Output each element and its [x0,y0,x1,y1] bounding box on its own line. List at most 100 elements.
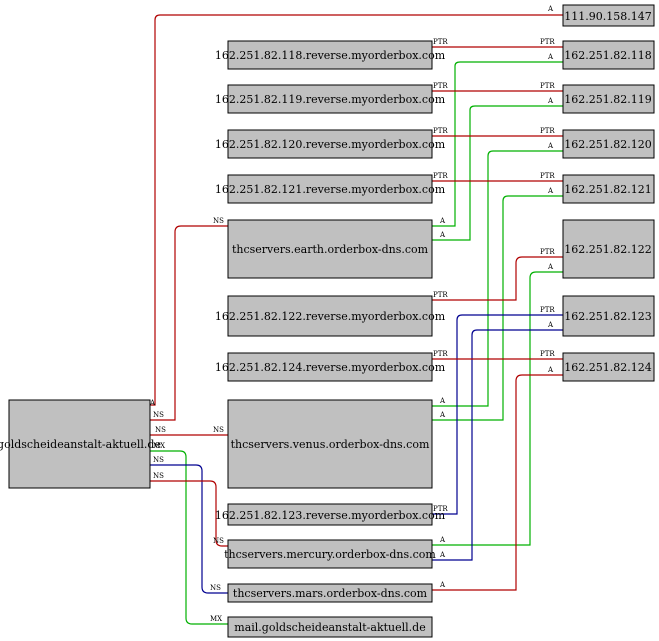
node-ns-mars[interactable]: thcservers.mars.orderbox-dns.com [227,583,433,603]
edge-label-rev120-ptr-start: PTR [433,127,448,135]
node-rev-118[interactable]: 162.251.82.118.reverse.myorderbox.com [215,40,446,70]
node-label-ip121: 162.251.82.121 [564,183,651,196]
edge-label-domain-venus-start: NS [155,426,166,434]
node-label-ip118: 162.251.82.118 [564,49,651,62]
node-rev-123[interactable]: 162.251.82.123.reverse.myorderbox.com [215,503,446,526]
edge-label-domain-venus-end: NS [213,426,224,434]
node-ip-162-251-82-119[interactable]: 162.251.82.119 [562,84,655,114]
edge-label-domain-mail-end: MX [210,615,222,623]
edge-label-domain-ip147-start: A [149,399,156,407]
edge-label-venus-ip120-end: A [547,142,554,150]
node-label-mail: mail.goldscheideanstalt-aktuell.de [234,621,425,634]
edge-label-rev123-ptr-start: PTR [433,505,448,513]
edge-label-rev121-ptr-end: PTR [540,172,555,180]
edge-label-venus-ip120: A [439,397,446,405]
edge-label-domain-mars-end: NS [210,584,221,592]
edge-label-domain-mars-start: NS [153,456,164,464]
node-label-ip147: 111.90.158.147 [564,10,651,23]
edge-label-rev122-ptr-start: PTR [433,291,448,299]
node-rev-120[interactable]: 162.251.82.120.reverse.myorderbox.com [215,129,446,159]
edge-label-rev121-ptr-start: PTR [433,172,448,180]
edge-label-domain-ip147: A [547,5,554,13]
edge-label-domain-mercury-end: NS [213,537,224,545]
edge-venus-ip121-a: A A [432,187,563,421]
node-label-rev121: 162.251.82.121.reverse.myorderbox.com [215,183,446,196]
edge-domain-mars-ns: NS NS [150,456,228,594]
node-label-rev119: 162.251.82.119.reverse.myorderbox.com [215,93,446,106]
edge-rev118-ptr: PTR PTR [432,38,563,48]
node-rev-121[interactable]: 162.251.82.121.reverse.myorderbox.com [215,174,446,204]
node-mx-mail[interactable]: mail.goldscheideanstalt-aktuell.de [227,616,433,638]
edge-label-domain-earth-start: NS [153,411,164,419]
node-label-ip123: 162.251.82.123 [564,310,651,323]
edge-domain-venus-ns: NS NS [150,426,228,436]
node-ip-111-90-158-147[interactable]: 111.90.158.147 [562,4,655,27]
edge-label-earth-ip118: A [439,217,446,225]
edge-label-earth-ip119: A [439,231,446,239]
edge-domain-to-ip147: A A [149,5,563,407]
edge-label-domain-mail-start: MX [153,442,165,450]
edges: A A PTR PTR A A PTR PTR A A [149,5,563,625]
node-label-ip120: 162.251.82.120 [564,138,651,151]
node-rev-122[interactable]: 162.251.82.122.reverse.myorderbox.com [215,295,446,337]
edge-rev122-ptr: PTR PTR [432,248,563,301]
edge-label-earth-ip119-end: A [547,97,554,105]
node-ip-162-251-82-122[interactable]: 162.251.82.122 [562,219,655,279]
edge-rev120-ptr: PTR PTR [432,127,563,137]
edge-label-rev122-ptr-end: PTR [540,248,555,256]
node-ip-162-251-82-120[interactable]: 162.251.82.120 [562,129,655,159]
node-label-rev120: 162.251.82.120.reverse.myorderbox.com [215,138,446,151]
node-label-rev118: 162.251.82.118.reverse.myorderbox.com [215,49,446,62]
node-label-ip124: 162.251.82.124 [564,361,651,374]
edge-label-domain-earth-end: NS [213,217,224,225]
edge-label-venus-ip121-end: A [547,187,554,195]
node-ip-162-251-82-121[interactable]: 162.251.82.121 [562,174,655,204]
edge-label-rev124-ptr-start: PTR [433,350,448,358]
edge-rev123-ptr: PTR PTR [432,306,563,515]
edge-domain-mercury-ns: NS NS [150,472,228,547]
edge-label-domain-mercury-start: NS [153,472,164,480]
node-label-ip122: 162.251.82.122 [564,243,651,256]
node-label-ip119: 162.251.82.119 [564,93,651,106]
node-label-rev124: 162.251.82.124.reverse.myorderbox.com [215,361,446,374]
edge-earth-ip118-a: A A [432,53,563,227]
edge-label-mars-ip124-end: A [547,366,554,374]
edge-label-rev119-ptr-end: PTR [540,82,555,90]
node-label-mercury: thcservers.mercury.orderbox-dns.com [224,548,436,561]
node-ip-162-251-82-124[interactable]: 162.251.82.124 [562,352,655,382]
node-rev-124[interactable]: 162.251.82.124.reverse.myorderbox.com [215,352,446,382]
edge-label-rev118-ptr-start: PTR [433,38,448,46]
node-label-domain: goldscheideanstalt-aktuell.de [0,438,161,451]
edge-label-mercury-ip122: A [439,536,446,544]
edge-label-rev118-ptr-end: PTR [540,38,555,46]
node-ip-162-251-82-118[interactable]: 162.251.82.118 [562,40,655,70]
edge-label-rev120-ptr-end: PTR [540,127,555,135]
edge-label-mercury-ip123: A [439,551,446,559]
node-ip-162-251-82-123[interactable]: 162.251.82.123 [562,295,655,337]
edge-rev124-ptr: PTR PTR [432,350,563,360]
edge-mercury-ip123-a: A A [432,321,563,561]
edge-mercury-ip122-a: A A [432,263,563,546]
edge-mars-ip124-a: A A [432,366,563,591]
edge-label-mars-ip124: A [439,581,446,589]
edge-label-earth-ip118-end: A [547,53,554,61]
edge-earth-ip119-a: A A [432,97,563,241]
node-label-earth: thcservers.earth.orderbox-dns.com [232,243,429,256]
node-domain[interactable]: goldscheideanstalt-aktuell.de [0,399,161,489]
node-label-rev123: 162.251.82.123.reverse.myorderbox.com [215,509,446,522]
node-label-rev122: 162.251.82.122.reverse.myorderbox.com [215,310,446,323]
edge-label-mercury-ip123-end: A [547,321,554,329]
edge-domain-mail-mx: MX MX [150,442,228,625]
edge-label-rev124-ptr-end: PTR [540,350,555,358]
edge-rev121-ptr: PTR PTR [432,172,563,182]
node-rev-119[interactable]: 162.251.82.119.reverse.myorderbox.com [215,84,446,114]
node-ns-earth[interactable]: thcservers.earth.orderbox-dns.com [227,219,433,279]
node-ns-venus[interactable]: thcservers.venus.orderbox-dns.com [227,399,433,489]
edge-domain-earth-ns: NS NS [150,217,228,421]
edge-label-mercury-ip122-end: A [547,263,554,271]
node-label-venus: thcservers.venus.orderbox-dns.com [231,438,430,451]
nodes: 111.90.158.147 162.251.82.118 162.251.82… [0,4,655,638]
edge-rev119-ptr: PTR PTR [432,82,563,92]
node-ns-mercury[interactable]: thcservers.mercury.orderbox-dns.com [224,539,436,569]
